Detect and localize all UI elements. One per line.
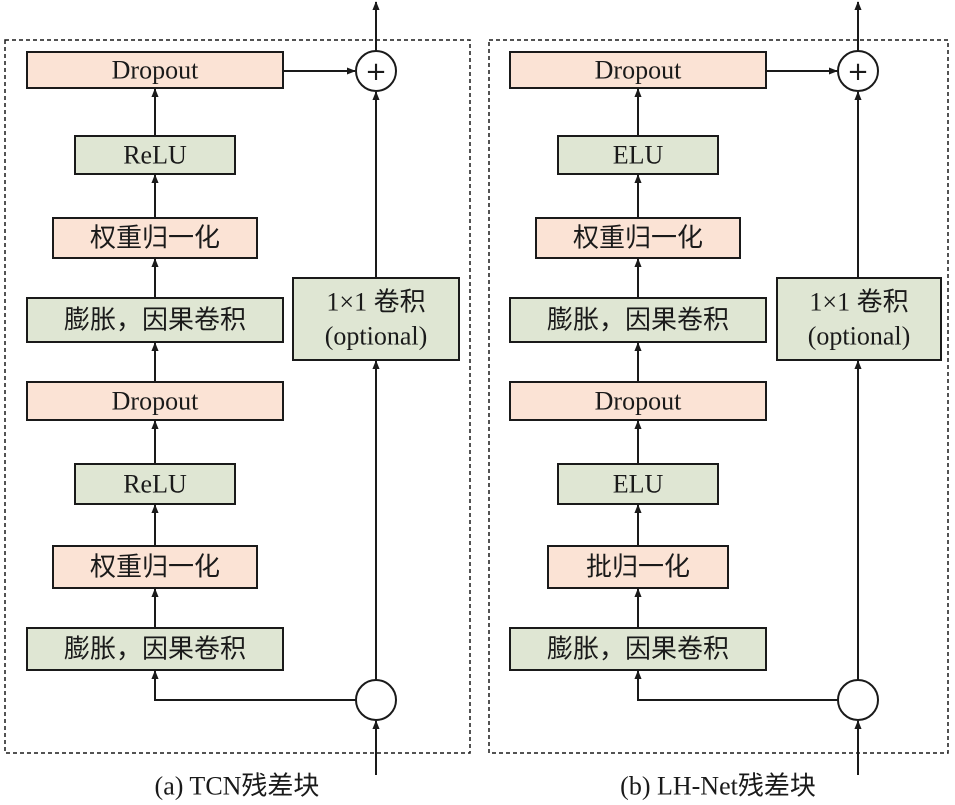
layer-box — [74, 135, 236, 175]
layer-label: 膨胀，因果卷积 — [547, 635, 729, 664]
add-symbol: + — [365, 57, 387, 87]
layer-label: Dropout — [595, 387, 682, 416]
layer-box — [26, 627, 284, 671]
branch-arrow — [151, 670, 356, 701]
layer-label: Dropout — [595, 56, 682, 85]
layer-label: Dropout — [112, 387, 199, 416]
branch-arrow — [634, 670, 838, 701]
panel-tcn: DropoutReLU权重归一化膨胀，因果卷积DropoutReLU权重归一化膨… — [4, 1, 471, 801]
add-symbol: + — [847, 57, 869, 87]
split-node — [355, 679, 397, 721]
layer-label: Dropout — [112, 56, 199, 85]
layer-box — [557, 135, 719, 175]
layer-label: 权重归一化 — [90, 553, 220, 582]
layer-label: 权重归一化 — [573, 224, 703, 253]
layer-label: ELU — [613, 141, 664, 170]
panel-caption: (b) LH-Net残差块 — [620, 772, 816, 801]
layer-box — [26, 297, 284, 343]
layer-box — [547, 545, 729, 589]
layer-label: 膨胀，因果卷积 — [64, 635, 246, 664]
layer-box — [509, 51, 767, 89]
split-node — [837, 679, 879, 721]
shortcut-label-line1: 1×1 卷积 — [326, 288, 425, 317]
layer-box — [26, 381, 284, 421]
shortcut-label-line1: 1×1 卷积 — [809, 288, 908, 317]
layer-label: ELU — [613, 470, 664, 499]
layer-label: ReLU — [123, 141, 187, 170]
layer-label: ReLU — [123, 470, 187, 499]
panel-caption: (a) TCN残差块 — [155, 772, 320, 801]
layer-label: 膨胀，因果卷积 — [547, 306, 729, 335]
layer-label: 权重归一化 — [90, 224, 220, 253]
layer-box — [557, 463, 719, 505]
shortcut-conv-box — [292, 277, 460, 361]
layer-label: 批归一化 — [586, 553, 690, 582]
layer-box — [52, 545, 258, 589]
layer-box — [74, 463, 236, 505]
shortcut-label-line2: (optional) — [808, 322, 911, 351]
shortcut-label-line2: (optional) — [325, 322, 428, 351]
layer-label: 膨胀，因果卷积 — [64, 306, 246, 335]
panel-frame — [488, 39, 949, 754]
panel-lhnet: DropoutELU权重归一化膨胀，因果卷积DropoutELU批归一化膨胀，因… — [488, 1, 949, 801]
panel-frame — [4, 39, 471, 754]
